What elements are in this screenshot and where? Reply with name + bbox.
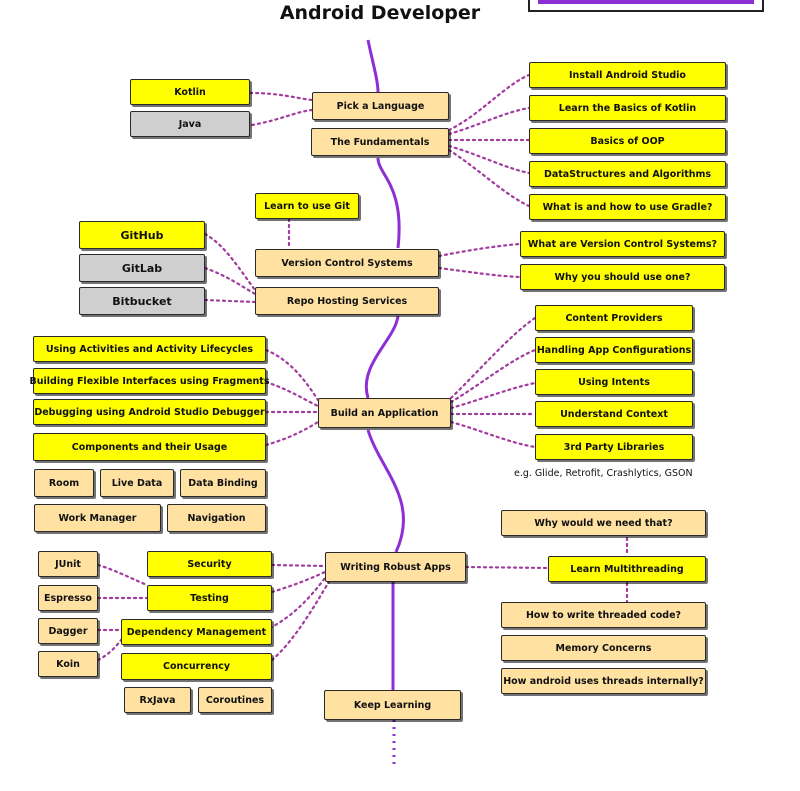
legend-box — [528, 0, 764, 12]
node-bitbucket[interactable]: Bitbucket — [79, 287, 205, 315]
node-why-need[interactable]: Why would we need that? — [501, 510, 706, 536]
node-testing[interactable]: Testing — [147, 585, 272, 611]
node-kotlin[interactable]: Kotlin — [130, 79, 250, 105]
node-java[interactable]: Java — [130, 111, 250, 137]
node-debugging[interactable]: Debugging using Android Studio Debugger — [33, 399, 266, 425]
node-threads-internal[interactable]: How android uses threads internally? — [501, 668, 706, 694]
node-fundamentals[interactable]: The Fundamentals — [311, 128, 449, 156]
node-work-manager[interactable]: Work Manager — [34, 504, 161, 532]
node-room[interactable]: Room — [34, 469, 94, 497]
node-coroutines[interactable]: Coroutines — [198, 687, 272, 713]
node-basics-oop[interactable]: Basics of OOP — [529, 128, 726, 154]
node-dependency-mgmt[interactable]: Dependency Management — [121, 619, 272, 645]
node-keep-learning[interactable]: Keep Learning — [324, 690, 461, 720]
node-github[interactable]: GitHub — [79, 221, 205, 249]
node-data-structures[interactable]: DataStructures and Algorithms — [529, 161, 726, 187]
spine-line — [364, 39, 406, 690]
node-live-data[interactable]: Live Data — [100, 469, 174, 497]
node-junit[interactable]: JUnit — [38, 551, 98, 577]
node-third-party[interactable]: 3rd Party Libraries — [535, 434, 693, 460]
node-what-vcs[interactable]: What are Version Control Systems? — [520, 231, 725, 257]
node-navigation[interactable]: Navigation — [167, 504, 266, 532]
node-context[interactable]: Understand Context — [535, 401, 693, 427]
node-gitlab[interactable]: GitLab — [79, 254, 205, 282]
node-learn-git[interactable]: Learn to use Git — [255, 193, 359, 219]
node-gradle[interactable]: What is and how to use Gradle? — [529, 194, 726, 220]
node-robust-apps[interactable]: Writing Robust Apps — [325, 552, 466, 582]
node-data-binding[interactable]: Data Binding — [180, 469, 266, 497]
node-security[interactable]: Security — [147, 551, 272, 577]
node-multithreading[interactable]: Learn Multithreading — [548, 556, 706, 582]
dotted-connectors — [96, 73, 629, 662]
node-concurrency[interactable]: Concurrency — [121, 653, 272, 680]
third-party-examples: e.g. Glide, Retrofit, Crashlytics, GSON — [514, 468, 693, 479]
node-memory[interactable]: Memory Concerns — [501, 635, 706, 661]
node-build-app[interactable]: Build an Application — [318, 398, 451, 428]
node-vcs[interactable]: Version Control Systems — [255, 249, 439, 277]
legend-bar — [538, 0, 754, 4]
node-repo-hosting[interactable]: Repo Hosting Services — [255, 287, 439, 315]
node-activities[interactable]: Using Activities and Activity Lifecycles — [33, 336, 266, 362]
node-components[interactable]: Components and their Usage — [33, 433, 266, 461]
node-content-providers[interactable]: Content Providers — [535, 305, 693, 331]
node-why-vcs[interactable]: Why you should use one? — [520, 264, 725, 290]
node-intents[interactable]: Using Intents — [535, 369, 693, 395]
node-pick-language[interactable]: Pick a Language — [312, 92, 449, 120]
page-title: Android Developer — [279, 2, 481, 24]
node-basics-kotlin[interactable]: Learn the Basics of Kotlin — [529, 95, 726, 121]
node-rxjava[interactable]: RxJava — [124, 687, 191, 713]
node-koin[interactable]: Koin — [38, 651, 98, 677]
node-fragments[interactable]: Building Flexible Interfaces using Fragm… — [30, 368, 270, 394]
node-app-config[interactable]: Handling App Configurations — [535, 337, 693, 363]
node-dagger[interactable]: Dagger — [38, 618, 98, 644]
node-espresso[interactable]: Espresso — [38, 585, 98, 611]
node-install-studio[interactable]: Install Android Studio — [529, 62, 726, 88]
node-threaded-code[interactable]: How to write threaded code? — [501, 602, 706, 628]
